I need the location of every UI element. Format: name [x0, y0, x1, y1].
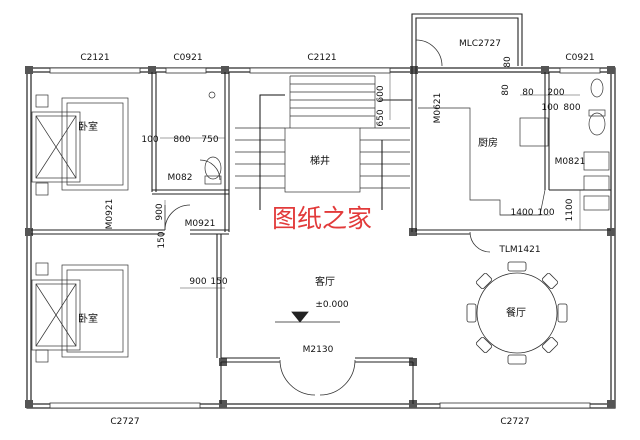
room-label-dining: 餐厅 [506, 306, 526, 319]
window-label-top-second: C0921 [173, 53, 202, 63]
dim-150: 150 [157, 231, 167, 248]
window-label-top-right: C0921 [565, 53, 594, 63]
watermark: 图纸之家 [272, 204, 372, 233]
dim-1400: 1400 [511, 208, 534, 218]
door-label-kitchen-left: M0621 [433, 93, 443, 124]
dim-100: 100 [141, 135, 158, 145]
door-label-hall: M0921 [185, 219, 216, 229]
door-label-bedroom1: M0921 [105, 199, 115, 230]
room-label-living: 客厅 [315, 275, 335, 288]
dim-80b: 80 [522, 88, 534, 98]
dim-80c: 80 [503, 56, 513, 68]
interior-walls [31, 13, 611, 404]
dim-800: 800 [173, 135, 190, 145]
dim-900b: 900 [189, 277, 206, 287]
dim-600: 600 [376, 85, 386, 102]
dim-750: 750 [201, 135, 218, 145]
bed-top [31, 94, 129, 196]
dim-200: 200 [547, 88, 564, 98]
window-label-bottom-left: C2727 [110, 417, 139, 427]
dimension-lines [160, 72, 581, 289]
dim-800r: 800 [563, 103, 580, 113]
dim-80a: 80 [501, 84, 511, 96]
bath-fixtures [204, 78, 610, 216]
dim-100b: 100 [537, 208, 554, 218]
bed-bottom [31, 262, 129, 363]
dim-650: 650 [376, 109, 386, 126]
window-label-top-left: C2121 [80, 53, 109, 63]
stair [235, 75, 410, 210]
window-label-bottom-right: C2727 [500, 417, 529, 427]
elevation-marker [275, 311, 340, 323]
door-label-bath-left: M082 [168, 173, 193, 183]
top-windows [49, 67, 601, 409]
dim-1100: 1100 [565, 198, 575, 221]
room-label-stair: 梯井 [310, 154, 330, 167]
window-label-top-middle: C2121 [307, 53, 336, 63]
door-label-main-entry: M2130 [303, 345, 334, 355]
door-label-sliding: TLM1421 [498, 245, 540, 255]
dim-900: 900 [155, 203, 165, 220]
room-label-bedroom-bottom: 卧室 [78, 312, 98, 325]
dim-150b: 150 [210, 277, 227, 287]
elevation-label: ±0.000 [315, 300, 349, 310]
door-label-kitchen-right: M0821 [555, 157, 586, 167]
room-label-bedroom-top: 卧室 [78, 120, 98, 133]
dining-table [466, 261, 568, 365]
room-label-kitchen: 厨房 [478, 136, 498, 149]
dim-100r: 100 [541, 103, 558, 113]
door-label-balcony: MLC2727 [459, 39, 501, 49]
